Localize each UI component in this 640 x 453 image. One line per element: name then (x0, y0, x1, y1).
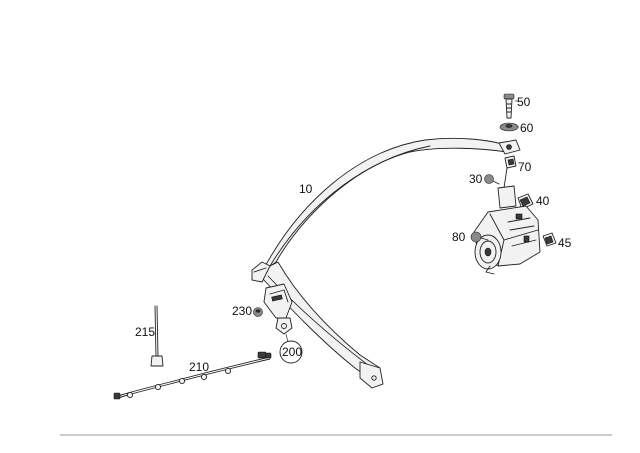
callout-45: 45 (558, 236, 572, 250)
cable-tie-part (150, 305, 164, 367)
wiring-harness-part (113, 351, 272, 400)
callout-70: 70 (518, 160, 532, 174)
callout-215: 215 (135, 325, 155, 339)
callout-40: 40 (536, 194, 550, 208)
callout-50: 50 (517, 95, 531, 109)
callout-30: 30 (469, 172, 483, 186)
washer-part (499, 122, 519, 132)
retractor-assembly (473, 167, 541, 275)
buckle-screw-part (253, 307, 263, 317)
callout-80: 80 (452, 230, 466, 244)
callout-200: 200 (282, 345, 302, 359)
clip-part (517, 193, 534, 210)
connector-part (542, 232, 557, 247)
seat-belt-strap (251, 137, 508, 389)
callout-10: 10 (299, 182, 313, 196)
callout-210: 210 (189, 360, 209, 374)
buckle-part (263, 283, 293, 343)
bolt-part (503, 93, 515, 119)
buckle-callout-circle (279, 340, 303, 364)
screw-retractor-part (470, 231, 489, 243)
screw-upper-part (484, 174, 500, 185)
callout-230: 230 (232, 304, 252, 318)
callout-60: 60 (520, 121, 534, 135)
height-adjuster-part (498, 139, 521, 169)
